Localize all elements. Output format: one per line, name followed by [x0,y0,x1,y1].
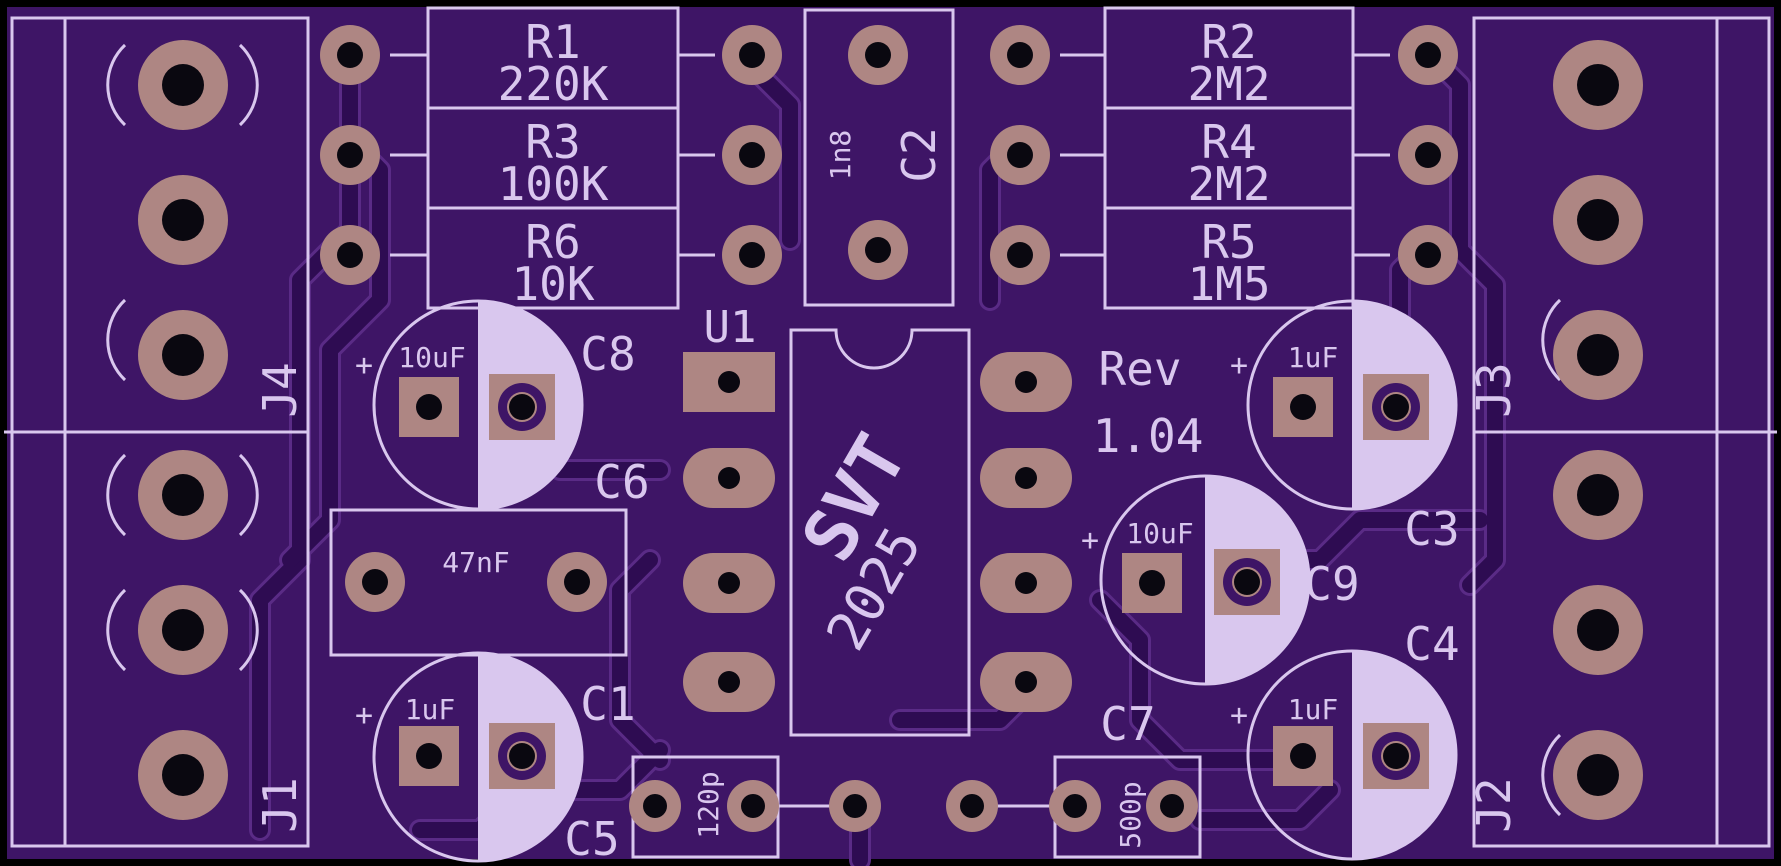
r6-ref: R6 [525,215,580,269]
silkscreen-labels: R1 220K R3 100K R6 10K R2 2M2 R4 2M2 R5 … [253,15,1521,866]
c1-ref: C1 [580,677,635,731]
c3-ref: C3 [1404,502,1459,556]
r4-value: 2M2 [1187,157,1270,211]
j1-ref: J1 [253,777,307,832]
c8-ref: C8 [580,327,635,381]
revision-label: Rev [1098,342,1181,396]
c8-value: 10uF [398,341,465,374]
c1-polarity: + [355,698,373,733]
j2-ref: J2 [1467,777,1521,832]
r5-ref: R5 [1201,215,1256,269]
c2-ref: C2 [892,127,946,182]
electrolytic-pads [399,374,1429,789]
c5-value: 120p [692,771,725,838]
c7-ref: C7 [1100,697,1155,751]
u1-pads [683,352,1072,712]
r1-value: 220K [498,57,609,111]
c7-value: 500p [1114,781,1147,848]
r2-ref: R2 [1201,15,1256,69]
c9-value: 10uF [1126,517,1193,550]
r3-value: 100K [498,157,609,211]
r4-ref: R4 [1201,115,1256,169]
c2-value: 1n8 [824,130,857,181]
r1-ref: R1 [525,15,580,69]
c4-value: 1uF [1288,693,1339,726]
r2-value: 2M2 [1187,57,1270,111]
u1-ref: U1 [704,302,757,353]
jack-pads-left [138,40,228,820]
c8-polarity: + [355,348,373,383]
c6-value: 47nF [442,546,509,579]
c9-ref: C9 [1304,557,1359,611]
jack-pads-right [1553,40,1643,820]
resistor-pads [320,25,1458,285]
r6-value: 10K [511,257,594,311]
c9-polarity: + [1081,523,1099,558]
r5-value: 1M5 [1187,257,1270,311]
pads [138,25,1643,832]
c6-ref: C6 [594,455,649,509]
c5-ref: C5 [564,812,619,866]
c1-value: 1uF [405,693,456,726]
small-cap-pads [629,780,1198,832]
j3-ref: J3 [1467,362,1521,417]
c3-polarity: + [1230,348,1248,383]
revision-number: 1.04 [1093,409,1204,463]
c3-value: 1uF [1288,341,1339,374]
j4-ref: J4 [253,362,307,417]
r3-ref: R3 [525,115,580,169]
c4-polarity: + [1230,698,1248,733]
c4-ref: C4 [1404,617,1459,671]
